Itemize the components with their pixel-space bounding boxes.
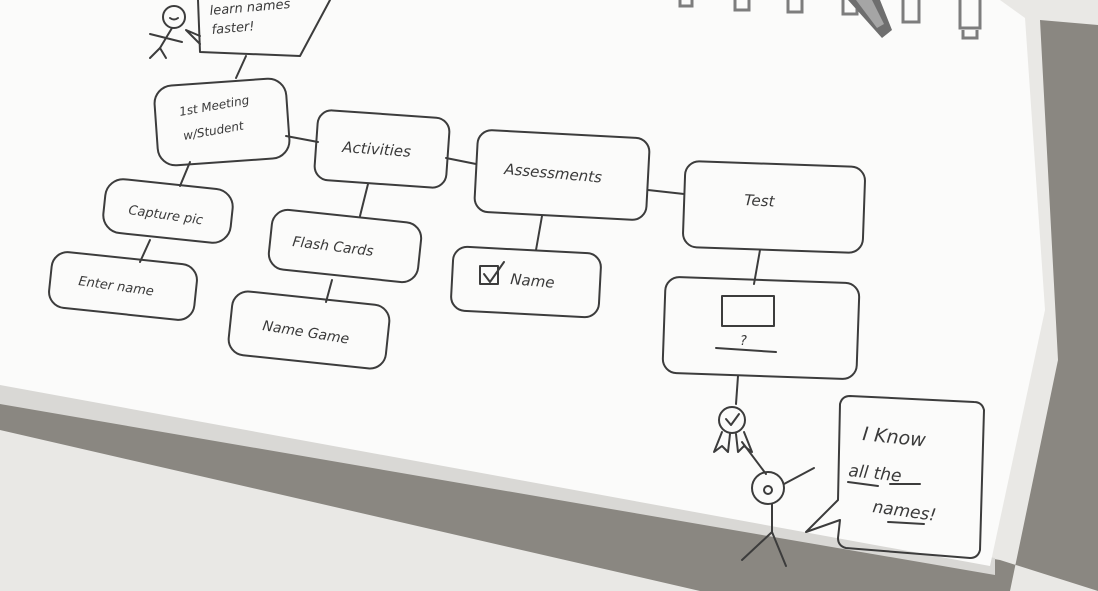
pen-icon	[848, 0, 892, 38]
node-enter-name	[48, 251, 198, 321]
node-first-meeting	[153, 77, 291, 167]
test-screen-question: ?	[740, 334, 747, 349]
stick-figure-student-icon	[149, 5, 186, 59]
right-speech-bubble	[805, 395, 985, 559]
node-check-name	[450, 245, 602, 319]
activities-label: Activities	[341, 138, 412, 161]
node-name-game	[227, 290, 391, 370]
node-assessments	[473, 129, 651, 221]
check-name-label: Name	[510, 270, 556, 292]
top-speech-bubble	[197, 0, 331, 57]
node-test-screen	[661, 276, 861, 380]
node-flash-cards	[267, 208, 423, 284]
node-test	[682, 160, 866, 254]
node-capture-pic	[102, 178, 234, 244]
screen-icon	[721, 295, 775, 327]
top-bubble-line2: faster!	[211, 19, 255, 38]
paper-sheet	[0, 0, 1045, 566]
test-label: Test	[744, 191, 776, 211]
node-activities	[313, 109, 451, 189]
checkbox-icon	[479, 265, 499, 285]
stick-figure-celebrating-icon	[741, 441, 815, 567]
